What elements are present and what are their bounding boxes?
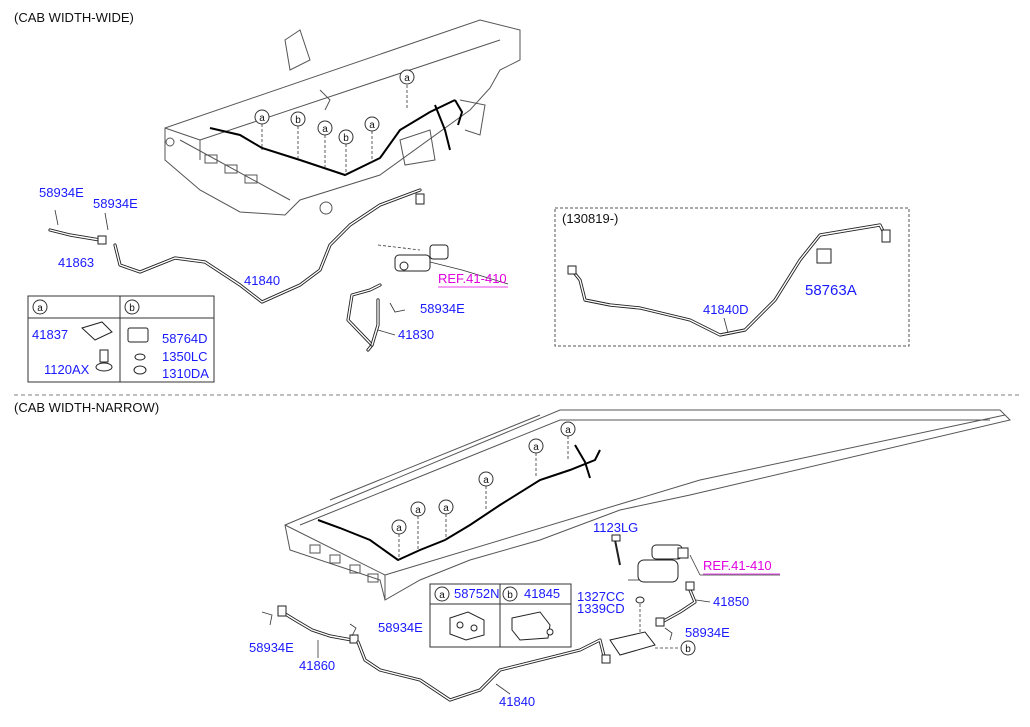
wide-master-cylinder bbox=[377, 244, 509, 285]
label-58934E-3: 58934E bbox=[420, 301, 465, 316]
svg-text:a: a bbox=[565, 425, 571, 436]
label-58934E-6: 58934E bbox=[249, 640, 294, 655]
narrow-pipe-41840 bbox=[356, 638, 611, 702]
label-58763A: 58763A bbox=[805, 282, 857, 299]
wide-frame-cable bbox=[209, 99, 456, 177]
label-58752N: 58752N bbox=[454, 586, 500, 601]
svg-text:a: a bbox=[533, 442, 539, 453]
label-58934E-4: 58934E bbox=[685, 625, 730, 640]
label-58934E-5: 58934E bbox=[378, 620, 423, 635]
label-41860: 41860 bbox=[299, 658, 335, 673]
narrow-hose-41850 bbox=[655, 581, 697, 627]
wide-pipe-41840 bbox=[113, 188, 425, 304]
label-1310DA: 1310DA bbox=[162, 366, 209, 381]
label-41840-wide: 41840 bbox=[244, 273, 280, 288]
narrow-callouts: a a a a a a bbox=[391, 421, 576, 560]
svg-text:a: a bbox=[37, 303, 43, 314]
label-41840-narrow: 41840 bbox=[499, 694, 535, 709]
narrow-frame-cable bbox=[317, 449, 601, 562]
legend-table-wide: a b 41837 1120AX 58764D 1350LC 1310DA bbox=[27, 295, 215, 383]
svg-text:a: a bbox=[439, 590, 445, 601]
label-41837: 41837 bbox=[32, 327, 68, 342]
label-58764D: 58764D bbox=[162, 331, 208, 346]
frame-narrow bbox=[284, 409, 1011, 601]
svg-text:b: b bbox=[129, 303, 135, 314]
svg-text:a: a bbox=[322, 124, 328, 135]
label-41840D: 41840D bbox=[703, 302, 749, 317]
label-1339CD: 1339CD bbox=[577, 601, 625, 616]
label-ref-wide: REF.41-410 bbox=[438, 271, 507, 286]
svg-text:b: b bbox=[295, 115, 301, 126]
svg-text:b: b bbox=[507, 590, 513, 601]
label-1327CC: 1327CC bbox=[577, 589, 625, 604]
label-1123LG: 1123LG bbox=[593, 520, 638, 535]
legend-table-narrow: a b 58752N 41845 bbox=[429, 583, 572, 648]
section-title-wide: (CAB WIDTH-WIDE) bbox=[14, 10, 134, 25]
label-41845: 41845 bbox=[524, 586, 560, 601]
svg-text:a: a bbox=[396, 523, 402, 534]
wide-callouts: a a b a b a bbox=[254, 69, 415, 175]
label-41850: 41850 bbox=[713, 594, 749, 609]
svg-text:b: b bbox=[685, 644, 691, 655]
label-58934E-1: 58934E bbox=[39, 185, 84, 200]
svg-text:b: b bbox=[343, 133, 349, 144]
narrow-bracket: b bbox=[609, 627, 696, 656]
svg-text:a: a bbox=[483, 475, 489, 486]
wide-hose-41830 bbox=[346, 283, 382, 352]
svg-text:a: a bbox=[369, 120, 375, 131]
label-41830: 41830 bbox=[398, 327, 434, 342]
wide-pipe-41863 bbox=[48, 209, 109, 245]
svg-text:a: a bbox=[259, 113, 265, 124]
label-1350LC: 1350LC bbox=[162, 349, 208, 364]
inset-box: (130819-) 41840D 58763A bbox=[554, 207, 910, 347]
label-58934E-2: 58934E bbox=[93, 196, 138, 211]
svg-text:a: a bbox=[404, 73, 410, 84]
frame-wide bbox=[164, 19, 521, 216]
svg-text:a: a bbox=[443, 503, 449, 514]
section-title-narrow: (CAB WIDTH-NARROW) bbox=[14, 400, 159, 415]
svg-text:a: a bbox=[415, 505, 421, 516]
label-ref-narrow: REF.41-410 bbox=[703, 558, 772, 573]
label-41863: 41863 bbox=[58, 255, 94, 270]
label-1120AX: 1120AX bbox=[44, 362, 90, 377]
narrow-clutch-cylinder bbox=[611, 534, 780, 632]
narrow-pipe-41860 bbox=[261, 605, 359, 644]
inset-title: (130819-) bbox=[562, 211, 618, 226]
